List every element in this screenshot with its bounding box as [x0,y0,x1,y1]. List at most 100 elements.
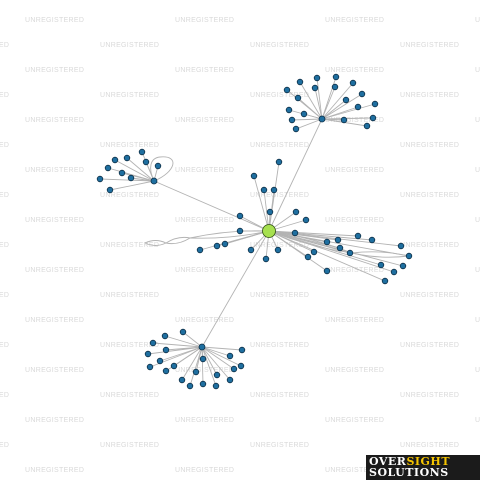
graph-edge [165,346,203,351]
graph-node [192,368,200,376]
graph-node [369,114,377,122]
graph-node [291,229,299,237]
graph-edge [201,346,231,357]
graph-edge [268,230,402,247]
graph-center-node [262,224,276,238]
graph-node [349,79,357,87]
graph-edge [201,346,243,351]
graph-edge [121,172,155,182]
graph-node [270,186,278,194]
graph-node [266,208,274,216]
graph-edge [189,230,270,239]
graph-node [381,277,389,285]
graph-edge [321,76,337,120]
graph-node [304,253,312,261]
graph-edge [291,118,323,121]
graph-node [162,346,170,354]
graph-node [332,73,340,81]
graph-edge [321,118,345,121]
graph-node [323,238,331,246]
graph-node [226,352,234,360]
graph-node [142,158,150,166]
graph-node [196,246,204,254]
graph-node [354,103,362,111]
graph-node [106,186,114,194]
graph-node [296,78,304,86]
graph-node [236,212,244,220]
graph-node [310,248,318,256]
graph-edge [199,230,270,251]
graph-node [311,84,319,92]
graph-edge [316,77,323,120]
graph-edge [295,118,323,130]
graph-node [213,371,221,379]
graph-node [342,96,350,104]
graph-node [262,255,270,263]
graph-node [123,154,131,162]
graph-node [149,339,157,347]
graph-node [323,267,331,275]
graph-edge [152,342,203,348]
graph-node [334,236,342,244]
graph-node [288,116,296,124]
graph-edge [201,346,235,370]
graph-node [226,376,234,384]
graph-node [283,86,291,94]
graph-edge [321,82,354,120]
graph-edge [253,175,270,232]
graph-node [336,244,344,252]
graph-node [161,332,169,340]
graph-node [230,365,238,373]
graph-node [144,350,152,358]
graph-node [238,346,246,354]
graph-edge [165,236,191,244]
graph-edge [130,177,155,182]
graph-edge [173,346,203,367]
graph-edge [268,230,353,254]
graph-edge [268,230,386,282]
graph-edge [321,93,363,120]
graph-node [363,122,371,130]
graph-edge [321,117,374,120]
graph-edge [144,242,167,246]
graph-node [250,172,258,180]
graph-edge [201,346,217,387]
graph-node [170,362,178,370]
graph-node [212,382,220,390]
graph-node [104,164,112,172]
graph-edge [299,81,323,120]
graph-edge [182,331,203,348]
graph-edge [114,159,155,182]
logo-word-solutions: SOLUTIONS [369,466,449,479]
graph-edge [351,252,410,258]
graph-node [179,328,187,336]
graph-node [260,186,268,194]
graph-edge [189,230,270,239]
graph-node [118,169,126,177]
graph-node [399,262,407,270]
graph-node [96,175,104,183]
graph-edge [314,87,323,120]
graph-node [221,240,229,248]
graph-node [340,116,348,124]
graph-edge [195,346,203,373]
graph-edge [268,230,328,272]
graph-node [178,376,186,384]
graph-node [285,106,293,114]
graph-edge [99,178,155,182]
graph-edge [144,240,167,244]
graph-edge [201,346,231,381]
graph-edge [268,230,395,273]
graph-node [371,100,379,108]
graph-node [397,242,405,250]
graph-node [358,90,366,98]
graph-node [275,158,283,166]
graph-edge [321,99,347,120]
graph-node [405,252,413,260]
graph-hub-node [318,115,326,123]
graph-node [247,246,255,254]
graph-edge [201,346,242,367]
graph-node [138,148,146,156]
graph-node [331,83,339,91]
